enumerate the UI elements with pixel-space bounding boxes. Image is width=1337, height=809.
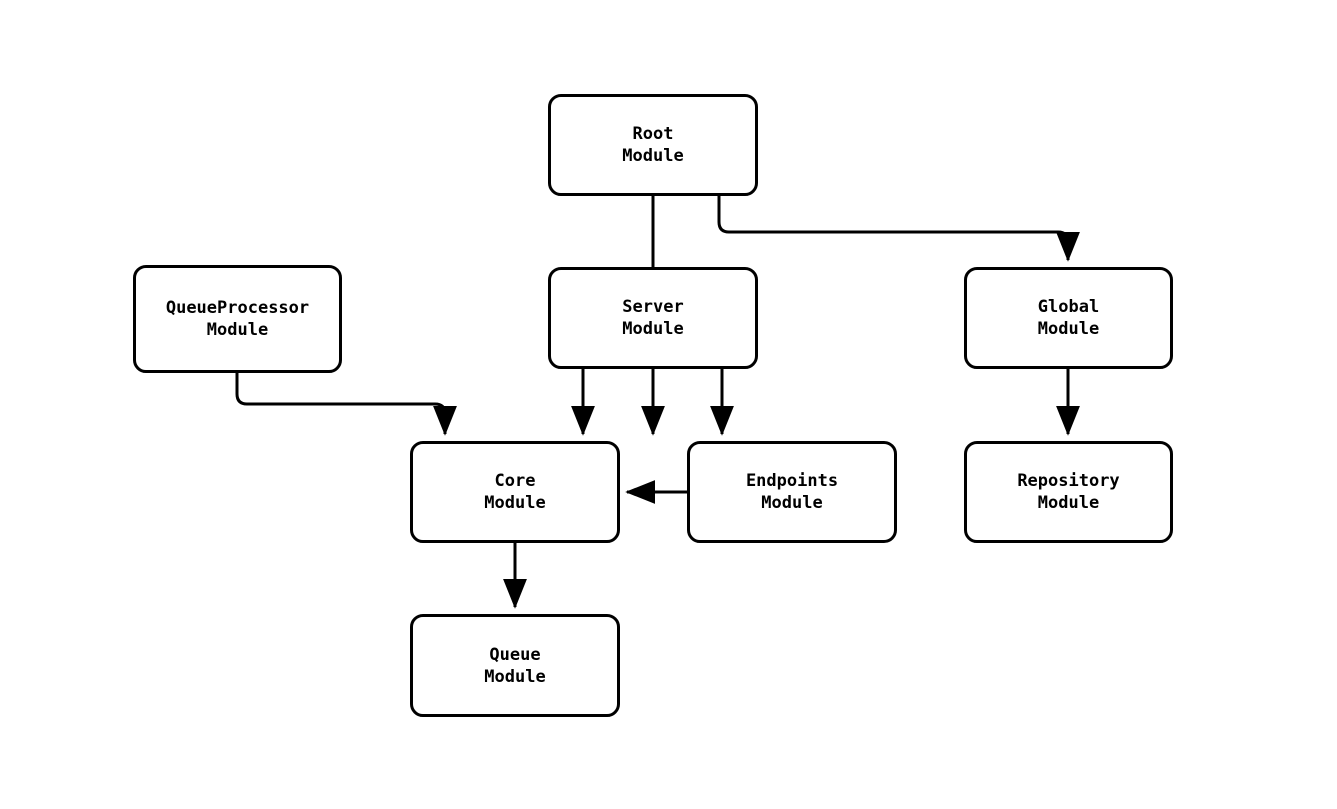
node-repository-module[interactable]: Repository Module	[964, 441, 1173, 543]
node-repository-module-line1: Repository	[1017, 471, 1120, 491]
node-server-module-line2: Module	[622, 319, 684, 339]
node-root-module-line2: Module	[622, 146, 684, 166]
node-repository-module-line2: Module	[1037, 493, 1100, 513]
node-queue-module[interactable]: Queue Module	[410, 614, 620, 717]
node-core-module[interactable]: Core Module	[410, 441, 620, 543]
node-root-module-line1: Root	[632, 124, 674, 144]
node-global-module-line1: Global	[1037, 297, 1100, 317]
node-endpoints-module-line2: Module	[761, 493, 823, 513]
node-queueprocessor-module-line1: QueueProcessor	[165, 298, 310, 318]
node-server-module[interactable]: Server Module	[548, 267, 758, 369]
edge-root-to-global	[717, 196, 1080, 262]
node-core-module-line2: Module	[484, 493, 546, 513]
edge-queueprocessor-to-core	[235, 373, 457, 436]
node-root-module[interactable]: Root Module	[548, 94, 758, 196]
node-global-module[interactable]: Global Module	[964, 267, 1173, 369]
node-endpoints-module-line1: Endpoints	[745, 471, 839, 491]
node-queue-module-line2: Module	[484, 666, 546, 687]
node-endpoints-module[interactable]: Endpoints Module	[687, 441, 897, 543]
node-queue-module-line1: Queue	[489, 644, 541, 665]
node-core-module-line1: Core	[494, 471, 536, 491]
node-queueprocessor-module-line2: Module	[206, 320, 269, 340]
node-global-module-line2: Module	[1037, 319, 1100, 339]
node-queueprocessor-module[interactable]: QueueProcessor Module	[133, 265, 342, 373]
node-server-module-line1: Server	[622, 297, 684, 317]
